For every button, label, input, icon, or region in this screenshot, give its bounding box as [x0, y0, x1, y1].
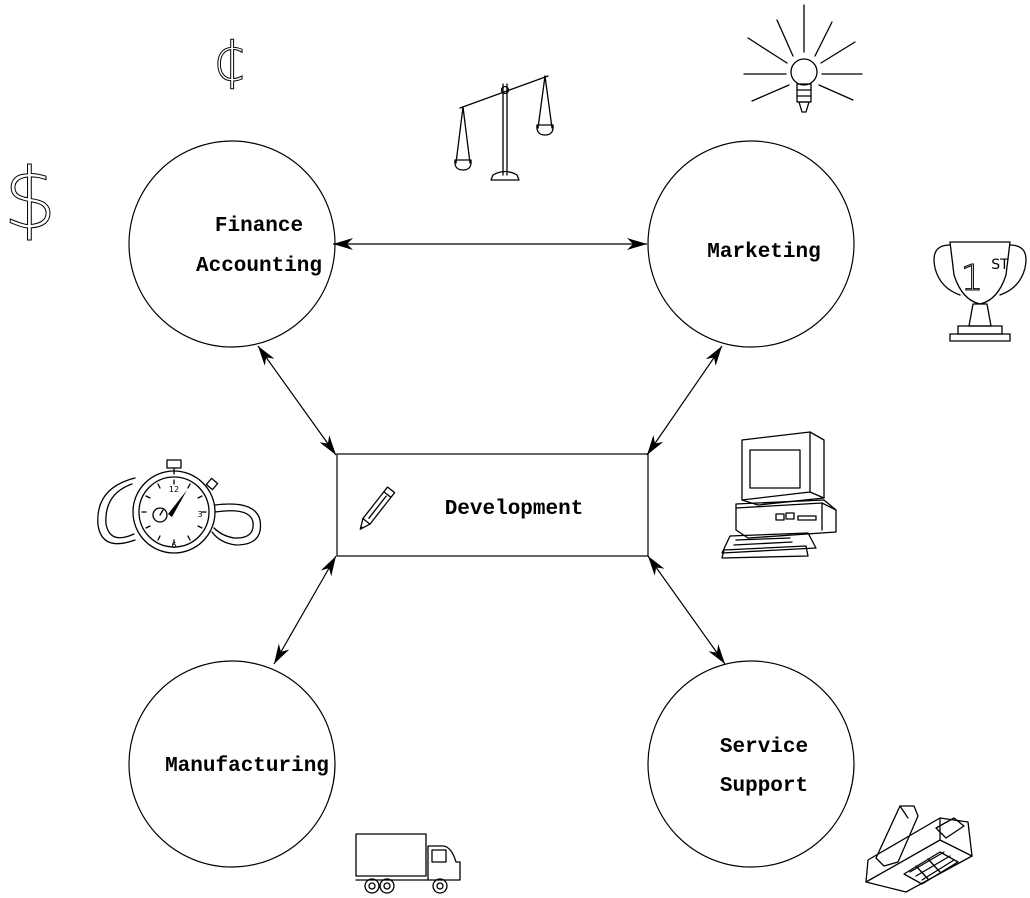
stopwatch-number-12: 12 [169, 485, 179, 494]
computer-icon [721, 431, 837, 559]
node-finance-label-line-2: Accounting [196, 255, 322, 278]
edge-development-manufacturing [273, 555, 337, 665]
node-finance: Finance Accounting [128, 140, 336, 348]
trophy-number: 1 [961, 258, 984, 299]
pencil-icon [359, 486, 396, 531]
stopwatch-icon: 12 3 6 [97, 459, 262, 554]
scales-icon [454, 75, 554, 181]
trophy-icon: 1 ST [933, 241, 1027, 342]
edge-marketing-development [646, 345, 723, 456]
stopwatch-number-6: 6 [171, 541, 176, 550]
edge-finance-development [257, 345, 337, 456]
stopwatch-number-3: 3 [197, 510, 202, 519]
node-marketing: Marketing [647, 140, 855, 348]
node-manufacturing-label: Manufacturing [165, 755, 329, 778]
cent-icon: ¢ [212, 26, 249, 94]
node-development: Development [336, 453, 649, 557]
telephone-icon [865, 805, 973, 893]
edge-development-service [647, 555, 726, 665]
node-development-label: Development [445, 498, 584, 521]
node-marketing-label: Marketing [707, 241, 820, 264]
node-manufacturing: Manufacturing [128, 660, 336, 868]
dollar-icon: $ [3, 150, 56, 248]
truck-icon [355, 833, 461, 894]
node-service: Service Support [647, 660, 855, 868]
node-service-label-line-2: Support [720, 775, 808, 798]
node-finance-label-line-1: Finance [215, 215, 303, 238]
trophy-suffix: ST [991, 257, 1009, 273]
lightbulb-icon [743, 4, 863, 113]
node-service-label-line-1: Service [720, 736, 808, 759]
